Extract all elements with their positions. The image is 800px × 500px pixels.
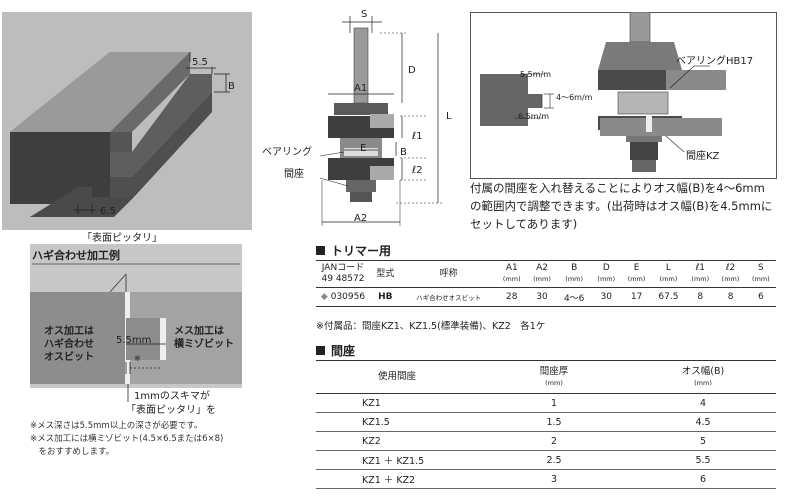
l2-cell: 8 (715, 287, 746, 307)
note-line-3: をおすすめします。 (30, 447, 115, 457)
table-row: ◆ 030956 HB ハギ合わせオスビット 28 30 4～6 30 17 6… (316, 287, 776, 307)
bit-E: E (360, 143, 367, 154)
board-illustration (10, 52, 230, 217)
col-spacer-thickness: 間座厚(mm) (478, 360, 630, 394)
joint-panel-title: ハギ合わせ加工例 (32, 249, 120, 262)
l1-cell: 8 (685, 287, 716, 307)
b-cell: 4～6 (557, 287, 592, 307)
bit-L: L (446, 111, 452, 122)
e-cell: 17 (621, 287, 652, 307)
a2-cell: 30 (526, 287, 558, 307)
col-male-width: オス幅(B)(mm) (630, 360, 776, 394)
detail-dim-65: 6.5m/m (518, 112, 550, 121)
col-a2: A2(mm) (526, 260, 558, 288)
s-cell: 6 (745, 287, 776, 307)
accessory-note: ※付属品：間座KZ1、KZ1.5(標準装備)、KZ2 各1ケ (316, 321, 546, 332)
bit-A1: A1 (354, 83, 368, 94)
detail-bearing-label: ベアリングHB17 (676, 56, 754, 67)
table-row: KZ1 ＋ KZ1.5 2.5 5.5 (316, 450, 776, 470)
joint-left-label-2: ハギ合わせ (44, 339, 94, 350)
col-model: 型式 (370, 260, 401, 288)
col-a1: A1(mm) (496, 260, 527, 288)
joint-diagram (30, 263, 242, 402)
thickness-cell: 1 (478, 393, 630, 413)
detail-diagram (480, 12, 726, 172)
joint-asterisk: ※ (134, 354, 141, 363)
col-jan: JANコード 49 48572 (316, 260, 370, 288)
spacer-cell: KZ1 (316, 393, 478, 413)
d-cell: 30 (591, 287, 622, 307)
dim-top-label: 5.5 (192, 57, 208, 68)
note-line-2: ※メス加工には横ミゾビット(4.5×6.5または6×8) (30, 434, 224, 444)
col-b: B(mm) (557, 260, 592, 288)
trimmer-header-row: JANコード 49 48572 型式 呼称 A1(mm) A2(mm) B(mm… (316, 260, 776, 288)
col-l2: ℓ2(mm) (715, 260, 746, 288)
bit-B: B (400, 147, 407, 158)
dim-side-label: B (228, 81, 235, 92)
dim-bottom-label: 6.5 (100, 206, 116, 217)
width-cell: 4.5 (630, 412, 776, 432)
model-cell: HB (370, 287, 401, 307)
trimmer-spec-table: JANコード 49 48572 型式 呼称 A1(mm) A2(mm) B(mm… (316, 260, 776, 307)
thickness-cell: 3 (478, 469, 630, 489)
bit-D: D (408, 65, 416, 76)
note-line-1: ※メス深さは5.5mm以上の深さが必要です。 (30, 421, 203, 431)
detail-spacer-label: 間座KZ (686, 151, 720, 162)
spacer-cell: KZ2 (316, 431, 478, 451)
thickness-cell: 2 (478, 431, 630, 451)
col-l1: ℓ1(mm) (685, 260, 716, 288)
bit-A2: A2 (354, 213, 368, 224)
name-cell: ハギ合わせオスビット (400, 287, 497, 307)
spacer-section-title: 間座 (316, 342, 355, 359)
table-row: KZ2 2 5 (316, 431, 776, 451)
spacer-cell: KZ1.5 (316, 412, 478, 432)
detail-panel (470, 12, 777, 179)
bit-bearing-label: ベアリング (262, 147, 312, 158)
bit-S: S (361, 9, 368, 20)
col-spacer-used: 使用間座 (316, 360, 478, 394)
col-s: S(mm) (745, 260, 776, 288)
detail-dim-46: 4～6m/m (556, 93, 593, 102)
router-bit-diagram (319, 16, 442, 226)
joint-right-label-1: メス加工は (174, 326, 224, 337)
joint-left-label-1: オス加工は (44, 326, 94, 337)
gap-note-1: 1mmのスキマが (134, 391, 210, 402)
spacer-header-row: 使用間座 間座厚(mm) オス幅(B)(mm) (316, 360, 776, 394)
thickness-cell: 2.5 (478, 450, 630, 470)
width-cell: 6 (630, 469, 776, 489)
spacer-cell: KZ1 ＋ KZ2 (316, 469, 478, 489)
gap-note-2: 「表面ピッタリ」を (126, 405, 216, 416)
joint-right-label-2: 横ミゾビット (174, 339, 234, 350)
section-square-icon (316, 346, 325, 355)
jan-cell: ◆ 030956 (316, 287, 370, 307)
width-cell: 5 (630, 431, 776, 451)
bit-spacer-label: 間座 (284, 169, 304, 180)
section-square-icon (316, 246, 325, 255)
spacer-table: 使用間座 間座厚(mm) オス幅(B)(mm) KZ1 1 4 KZ1.5 1.… (316, 360, 776, 489)
board-caption: 「表面ピッタリ」 (82, 233, 162, 244)
col-name: 呼称 (400, 260, 497, 288)
table-row: KZ1 1 4 (316, 393, 776, 413)
trimmer-section-title: トリマー用 (316, 242, 391, 259)
description-text: 付属の間座を入れ替えることによりオス幅(B)を4～6mmの範囲内で調整できます。… (470, 181, 773, 231)
trimmer-title: トリマー用 (331, 244, 392, 258)
spacer-cell: KZ1 ＋ KZ1.5 (316, 450, 478, 470)
width-cell: 4 (630, 393, 776, 413)
col-e: E(mm) (621, 260, 652, 288)
width-cell: 5.5 (630, 450, 776, 470)
thickness-cell: 1.5 (478, 412, 630, 432)
joint-dim-label: 5.5mm (116, 335, 152, 346)
bit-l2: ℓ2 (412, 165, 423, 176)
l-cell: 67.5 (651, 287, 686, 307)
detail-dim-55: 5.5m/m (520, 70, 552, 79)
spacer-title: 間座 (331, 344, 356, 358)
diamond-icon: ◆ (320, 292, 328, 302)
table-row: KZ1.5 1.5 4.5 (316, 412, 776, 432)
bit-l1: ℓ1 (412, 131, 423, 142)
joint-left-label-3: オスビット (44, 352, 94, 363)
col-d: D(mm) (591, 260, 622, 288)
table-row: KZ1 ＋ KZ2 3 6 (316, 469, 776, 489)
col-l: L(mm) (651, 260, 686, 288)
a1-cell: 28 (496, 287, 527, 307)
